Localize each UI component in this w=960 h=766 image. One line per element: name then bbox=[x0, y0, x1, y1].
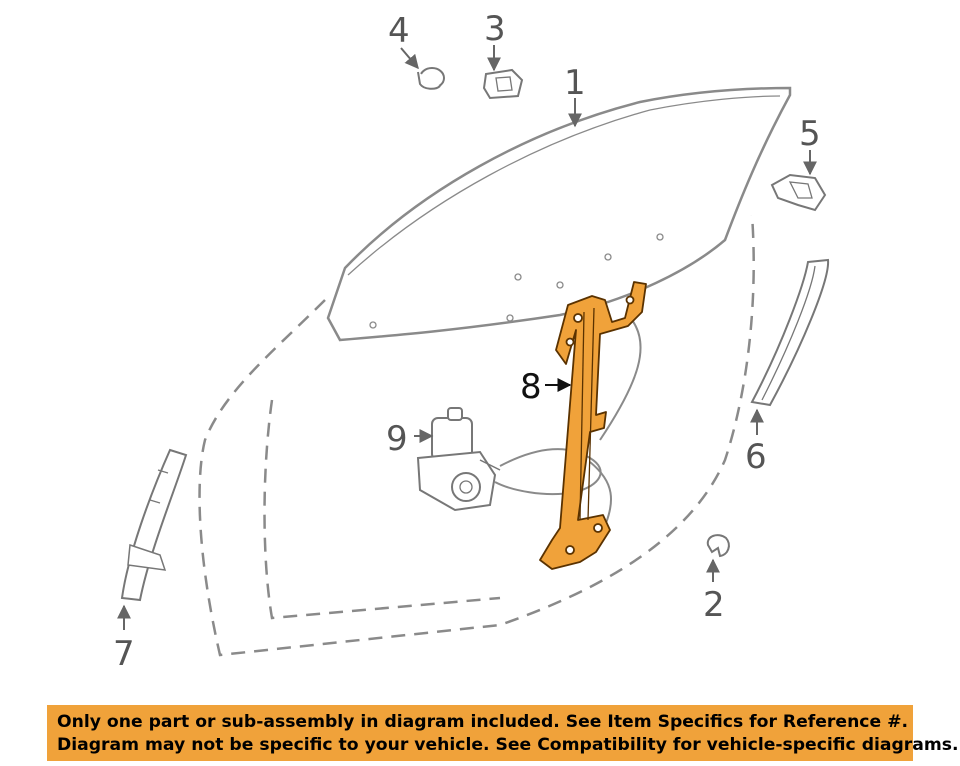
disclaimer-banner: Only one part or sub-assembly in diagram… bbox=[47, 705, 959, 761]
bushing-part bbox=[417, 67, 445, 90]
window-regulator-part bbox=[539, 281, 647, 570]
callout-1: 1 bbox=[564, 63, 586, 103]
callout-3: 3 bbox=[484, 9, 506, 49]
disclaimer-line-1: Only one part or sub-assembly in diagram… bbox=[57, 712, 909, 732]
small-clip-part bbox=[706, 534, 730, 558]
door-outline bbox=[198, 214, 755, 657]
callout-6: 6 bbox=[745, 437, 767, 477]
callout-4: 4 bbox=[388, 11, 410, 51]
callout-7: 7 bbox=[113, 634, 135, 674]
motor-part bbox=[416, 407, 501, 512]
door-glass bbox=[326, 86, 792, 342]
parts-diagram: 1 2 3 4 5 6 7 8 9 bbox=[113, 9, 830, 674]
disclaimer-line-2: Diagram may not be specific to your vehi… bbox=[57, 735, 959, 755]
clip-part bbox=[482, 68, 524, 100]
callout-9: 9 bbox=[386, 419, 408, 459]
callout-5: 5 bbox=[799, 114, 821, 154]
channel-part bbox=[750, 258, 830, 407]
run-channel-part bbox=[120, 448, 188, 602]
leader-arrows bbox=[117, 45, 817, 630]
bracket-part bbox=[770, 173, 827, 212]
callout-2: 2 bbox=[703, 585, 725, 625]
callout-8: 8 bbox=[520, 367, 542, 407]
